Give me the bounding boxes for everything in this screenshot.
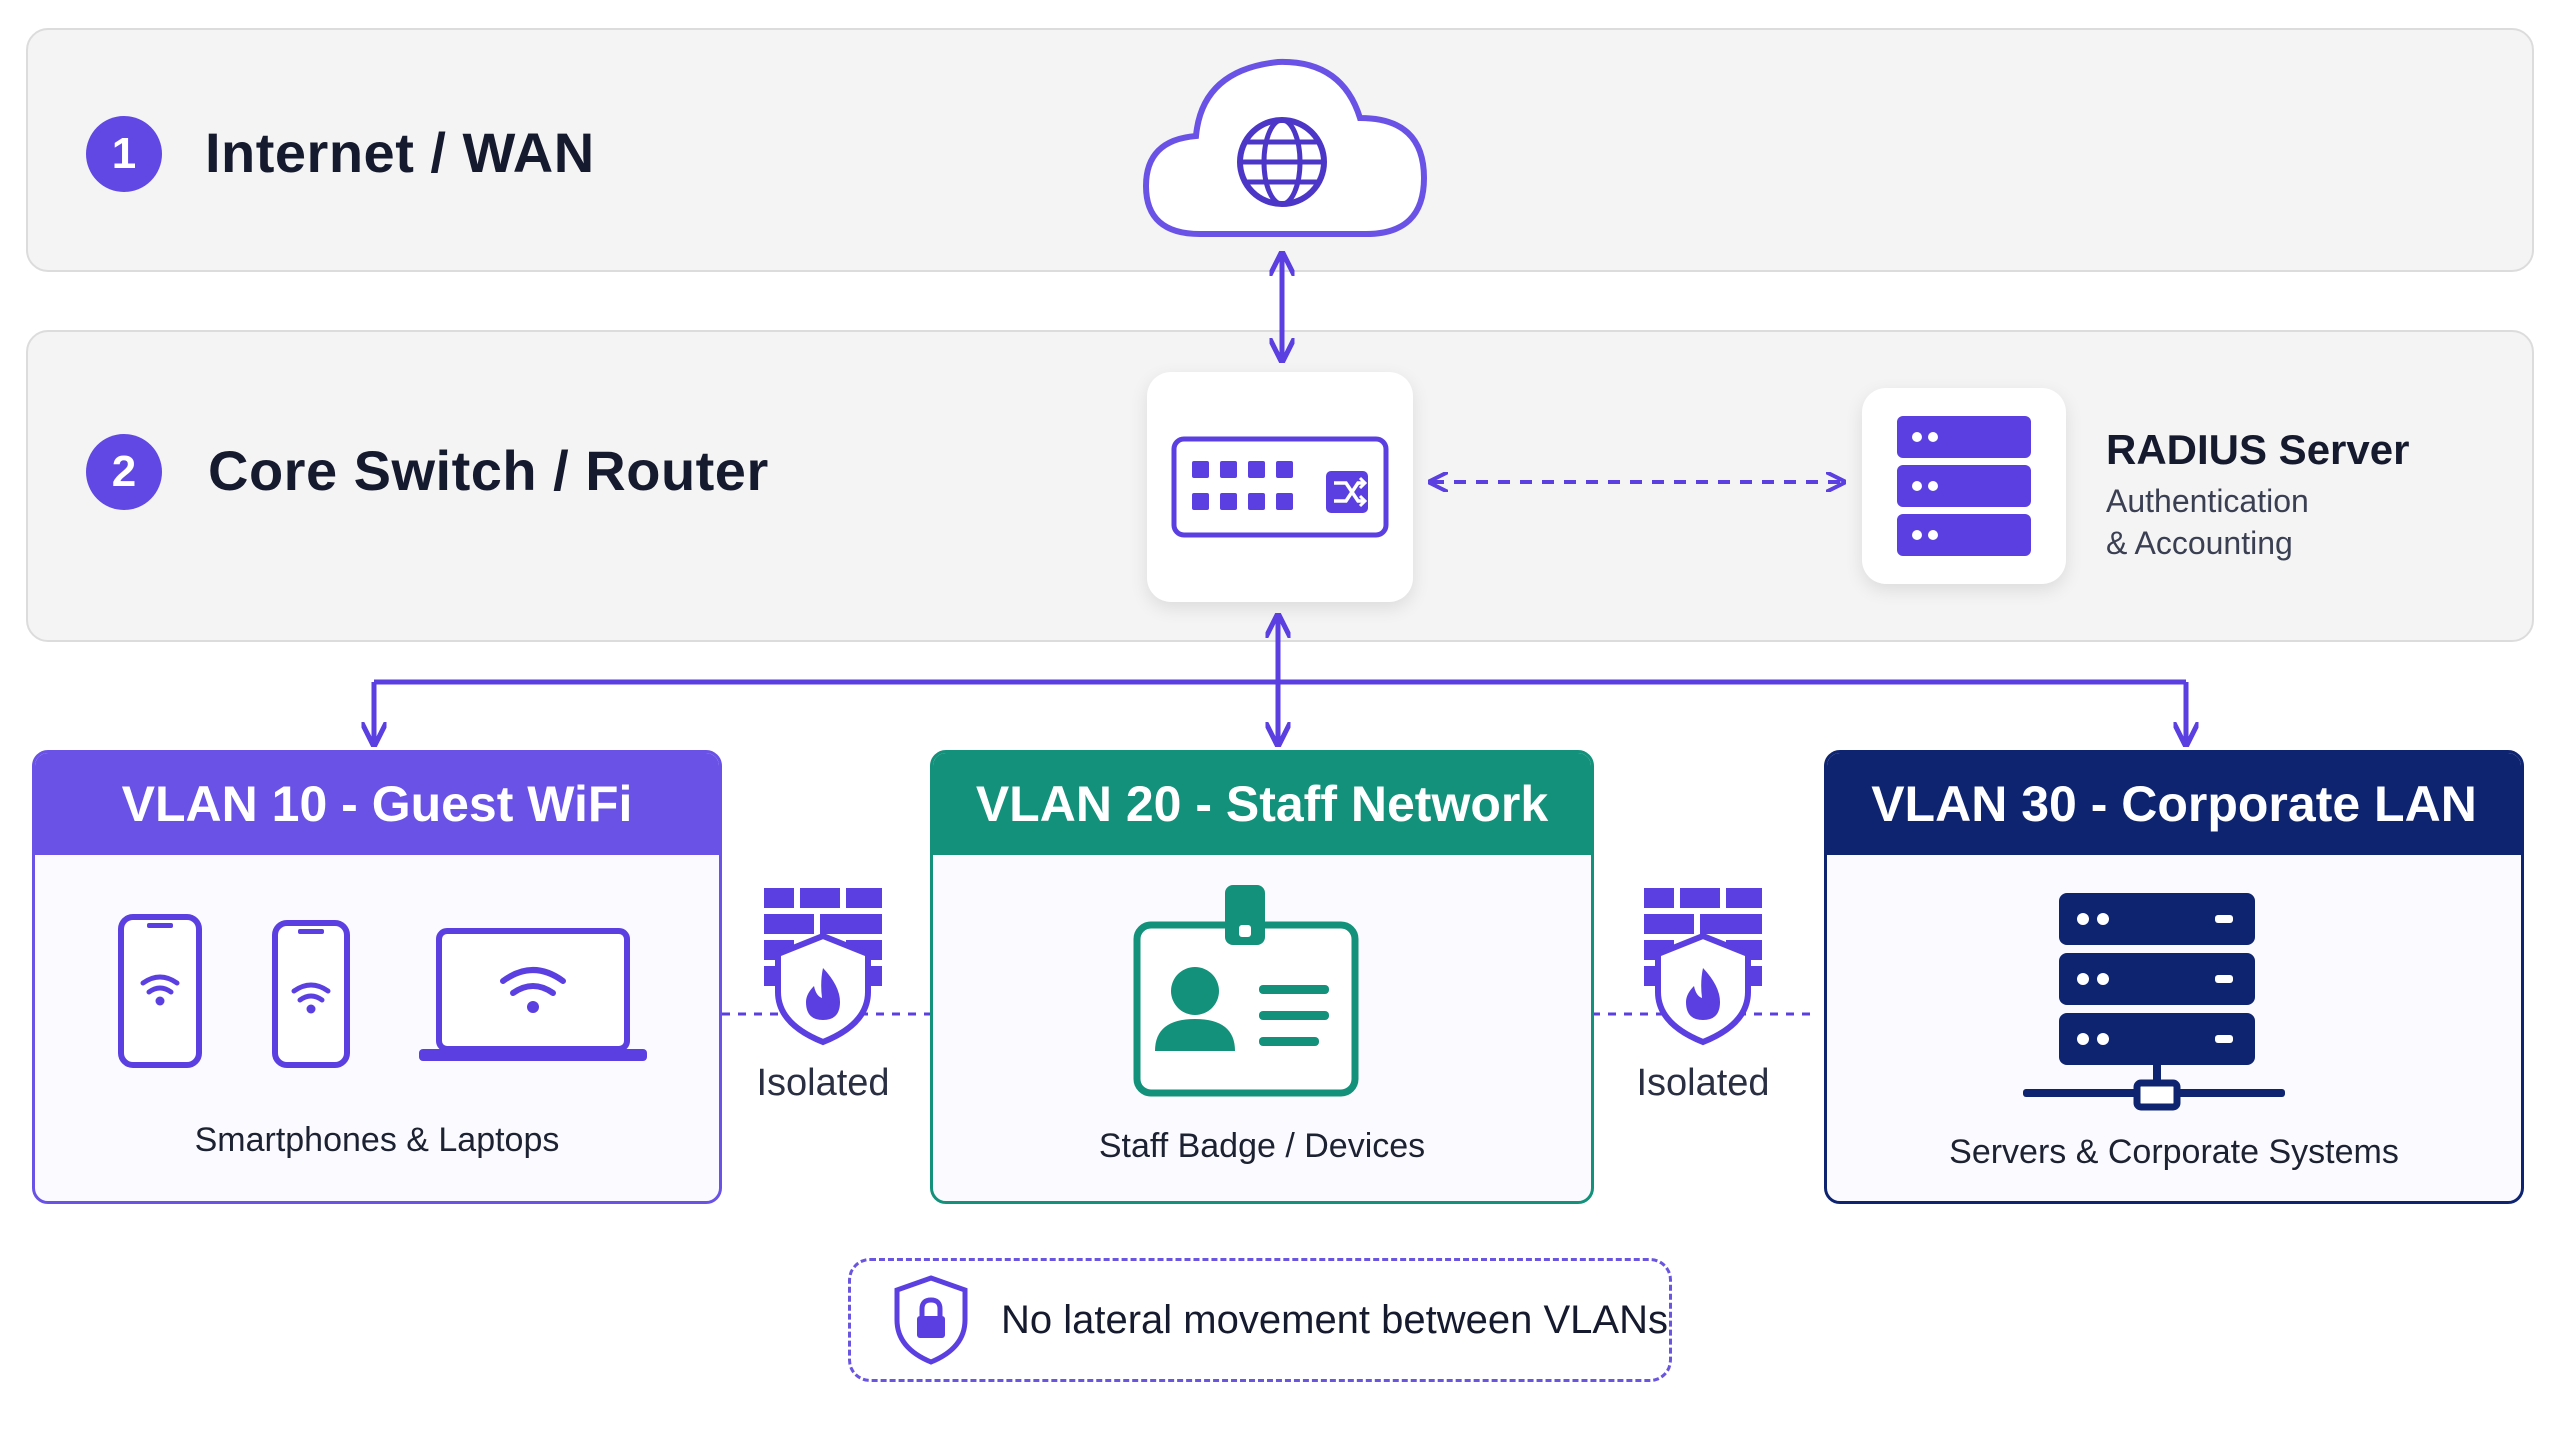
radius-server-title: RADIUS Server: [2106, 426, 2410, 473]
vlan-30-caption: Servers & Corporate Systems: [1949, 1133, 2399, 1171]
lock-shield-icon: [894, 1275, 968, 1365]
cloud-globe-icon: [1140, 48, 1430, 244]
core-switch-title: Core Switch / Router: [208, 439, 769, 502]
vlan-30-card[interactable]: VLAN 30 - Corporate LAN Servers & Corpor…: [1824, 750, 2524, 1204]
step-number-2: 2: [86, 434, 162, 510]
lateral-movement-note: No lateral movement between VLANs: [848, 1258, 1672, 1382]
radius-server-tile[interactable]: [1862, 388, 2066, 584]
isolation-label-left: Isolated: [756, 1062, 890, 1104]
vlan-20-card[interactable]: VLAN 20 - Staff Network Staff Badge / De…: [930, 750, 1594, 1204]
radius-subtitle-line2: & Accounting: [2106, 525, 2293, 561]
laptop-wifi-icon: [415, 925, 651, 1065]
step-number-1: 1: [86, 116, 162, 192]
vlan-30-header: VLAN 30 - Corporate LAN: [1827, 753, 2521, 855]
core-switch-tile[interactable]: [1147, 372, 1413, 602]
staff-badge-icon: [1133, 881, 1359, 1099]
vlan-10-card[interactable]: VLAN 10 - Guest WiFi Smartphones & Lapto…: [32, 750, 722, 1204]
firewall-shield-icon-right: [1640, 884, 1766, 1046]
vlan-20-header: VLAN 20 - Staff Network: [933, 753, 1591, 855]
firewall-shield-icon-left: [760, 884, 886, 1046]
server-rack-icon: [1897, 416, 2031, 556]
vlan-10-header: VLAN 10 - Guest WiFi: [35, 753, 719, 855]
internet-wan-title: Internet / WAN: [205, 121, 595, 184]
isolation-label-right: Isolated: [1636, 1062, 1770, 1104]
lateral-movement-text: No lateral movement between VLANs: [1001, 1297, 1668, 1342]
smartphone-wifi-icon-2: [271, 919, 351, 1069]
radius-subtitle-line1: Authentication: [2106, 483, 2309, 519]
smartphone-wifi-icon: [117, 913, 203, 1069]
corporate-server-icon: [2019, 889, 2289, 1115]
vlan-20-caption: Staff Badge / Devices: [1098, 1127, 1426, 1165]
network-switch-icon: [1171, 436, 1389, 538]
vlan-10-caption: Smartphones & Laptops: [194, 1121, 560, 1159]
